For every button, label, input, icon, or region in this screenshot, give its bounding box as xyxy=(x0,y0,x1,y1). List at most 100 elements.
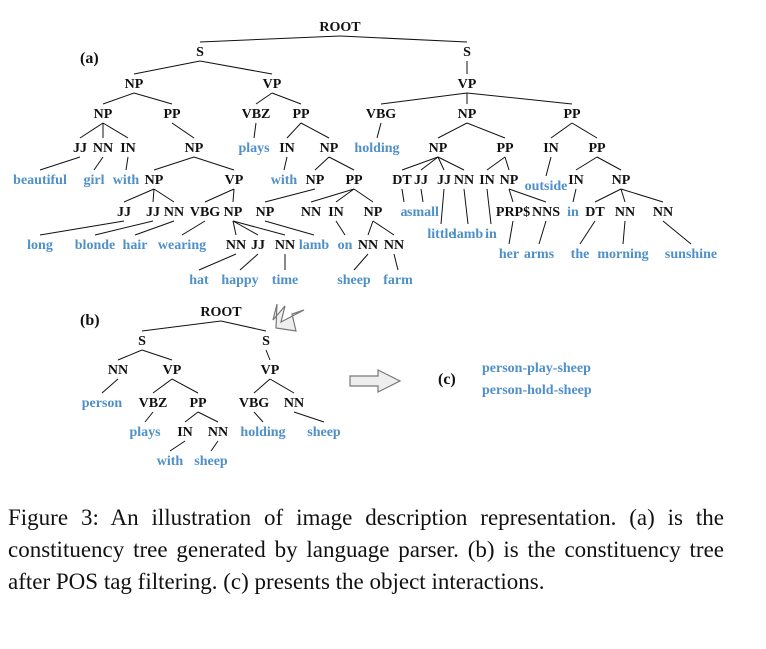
tree-a-word: with xyxy=(271,173,298,188)
tree-a-word: morning xyxy=(597,247,648,262)
tree-a-edge xyxy=(437,156,465,171)
tree-a-edge xyxy=(594,188,622,203)
tree-b-edge xyxy=(293,411,325,423)
tree-a-edge xyxy=(94,220,154,236)
tree-a-word: hair xyxy=(123,238,148,253)
tree-a-word: with xyxy=(113,173,140,188)
tree-a-tag: VBG xyxy=(190,205,220,220)
tree-a-edge xyxy=(232,220,237,236)
tree-a-edge xyxy=(171,122,195,139)
tree-a-tag: PP xyxy=(292,107,310,122)
tree-a-tag: NP xyxy=(458,107,477,122)
tree-a-tag: VBG xyxy=(366,107,396,122)
tree-a-tag: IN xyxy=(568,173,584,188)
tree-a-edge xyxy=(264,188,316,203)
tree-a-word: lamb xyxy=(453,227,484,242)
tree-a-edge xyxy=(550,122,573,139)
tree-b-edge xyxy=(169,440,186,452)
tree-a-edge xyxy=(486,156,506,171)
tree-a-edge xyxy=(335,188,355,203)
tree-a-edge xyxy=(572,188,577,203)
tree-a-edge xyxy=(39,156,81,171)
tree-a-tag: NP xyxy=(612,173,631,188)
tree-a-word: wearing xyxy=(158,238,206,253)
down-arrow-icon xyxy=(272,303,305,332)
tree-a-tag: NN xyxy=(653,205,673,220)
tree-b-tag: VBZ xyxy=(139,396,168,411)
tree-b-word: plays xyxy=(129,425,161,440)
tree-a-tag: NNS xyxy=(532,205,560,220)
tree-a-edge xyxy=(310,188,355,203)
tree-a-edge xyxy=(123,188,155,203)
tree-a-tag: DT xyxy=(585,205,605,220)
tree-a-edge xyxy=(232,188,235,203)
tree-a-edge xyxy=(314,156,330,171)
tree-a-tag: NP xyxy=(364,205,383,220)
tree-b-edge xyxy=(144,411,154,423)
tree-a-edge xyxy=(463,188,469,225)
tree-a-tag: S xyxy=(196,45,204,60)
tree-a-edge xyxy=(372,220,395,236)
tree-a-tag: NN xyxy=(384,238,404,253)
tree-a-edge xyxy=(339,35,468,43)
tree-a-tag: VBZ xyxy=(242,107,271,122)
tree-b-tag: NN xyxy=(108,363,128,378)
tree-a-tag: JJ xyxy=(73,141,87,156)
tree-b-edge xyxy=(253,411,264,423)
tree-a-edge xyxy=(437,156,445,171)
tree-a-tag: NP xyxy=(145,173,164,188)
tree-a-edge xyxy=(508,188,514,203)
tree-a-edge xyxy=(380,92,468,105)
tree-b-edge xyxy=(152,378,173,394)
arrows xyxy=(272,303,402,393)
tree-a-edge xyxy=(153,156,195,171)
tree-a-edge xyxy=(328,156,355,171)
tree-a-edge xyxy=(193,156,235,171)
tree-a-tag: IN xyxy=(479,173,495,188)
tree-b-tag: VBG xyxy=(239,396,269,411)
tree-a-tag: NP xyxy=(256,205,275,220)
tree-a-edge xyxy=(393,253,399,271)
tree-a-tag: DT xyxy=(392,173,412,188)
tree-a-tag: NN xyxy=(93,141,113,156)
panel-label-c: (c) xyxy=(438,371,456,388)
tree-b-edge xyxy=(253,378,271,394)
tree-a-edge xyxy=(255,92,273,105)
tree-b-edge xyxy=(265,349,271,361)
tree-a-edge xyxy=(440,188,445,225)
tree-a-tag: NN xyxy=(164,205,184,220)
tree-a-edge xyxy=(102,122,129,139)
tree-b-edge xyxy=(141,349,173,361)
tree-a-word: long xyxy=(27,238,53,253)
tree-a-edge xyxy=(596,156,622,171)
tree-a-word: beautiful xyxy=(13,173,67,188)
interaction-person-play-sheep: person-play-sheep xyxy=(482,361,591,376)
tree-a-tag: IN xyxy=(543,141,559,156)
tree-b-tag: ROOT xyxy=(200,305,242,320)
tree-a-tag: NN xyxy=(454,173,474,188)
tree-a-edge xyxy=(466,122,506,139)
tree-a-word: on xyxy=(338,238,353,253)
tree-a-tag: JJ xyxy=(414,173,428,188)
tree-b-edge xyxy=(269,378,295,394)
tree-a-edge xyxy=(571,122,598,139)
tree-b-edge xyxy=(171,378,199,394)
tree-a-edge xyxy=(300,122,330,139)
tree-a-word: plays xyxy=(238,141,270,156)
tree-a-tag: IN xyxy=(279,141,295,156)
tree-a-tag: JJ xyxy=(251,238,265,253)
tree-a-tag: JJ xyxy=(117,205,131,220)
tree-a-edge xyxy=(466,92,573,105)
tree-b-tag: NN xyxy=(208,425,228,440)
tree-a-tag: NN xyxy=(275,238,295,253)
tree-a-word: outside xyxy=(525,179,568,194)
tree-a-edge xyxy=(93,156,104,171)
tree-a-edge xyxy=(538,220,547,245)
tree-b-edge xyxy=(101,378,119,394)
tree-a-edge xyxy=(39,220,125,236)
tree-a-edge xyxy=(102,92,135,105)
tree-a-edge xyxy=(264,220,315,236)
tree-b-edge xyxy=(210,440,219,452)
tree-a-edge xyxy=(232,220,286,236)
